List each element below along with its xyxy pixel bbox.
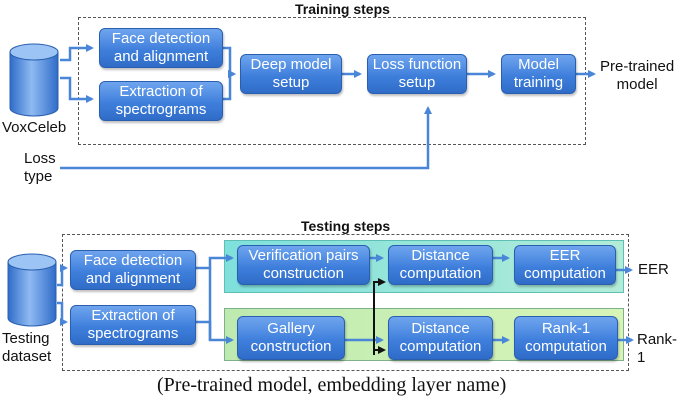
database-icon (7, 43, 59, 327)
arrow-testing-spec (57, 301, 68, 326)
pretrained-model-label: Pre-trained model (600, 58, 675, 93)
arrow-testing-face (57, 264, 68, 287)
eer-computation-box: EER computation (514, 245, 616, 285)
testing-title: Testing steps (301, 218, 391, 234)
train-face-detection-box: Face detection and alignment (99, 28, 223, 68)
distance-computation-box-2: Distance computation (388, 316, 493, 360)
loss-function-box: Loss function setup (367, 54, 467, 94)
train-spectrogram-box: Extraction of spectrograms (99, 81, 223, 121)
voxceleb-label: VoxCeleb (2, 119, 67, 136)
arrow-voxceleb-spec (60, 76, 94, 103)
rank1-output-label: Rank-1 (637, 331, 678, 366)
arrow-face-deep (223, 46, 236, 78)
verification-pairs-box: Verification pairs construction (237, 245, 370, 285)
arrow-losstype-loss (60, 106, 432, 170)
training-frame (78, 17, 586, 145)
arrow-caption-dist1 (373, 278, 386, 355)
test-face-detection-box: Face detection and alignment (70, 250, 196, 290)
rank1-computation-box: Rank-1 computation (514, 316, 618, 360)
arrow-voxceleb-face (60, 44, 94, 62)
deep-model-box: Deep model setup (240, 54, 342, 94)
arrow-split-verif (196, 254, 234, 270)
arrow-split-gallery (196, 320, 234, 344)
arrow-spec-deep (223, 70, 236, 101)
gallery-construction-box: Gallery construction (237, 316, 345, 360)
eer-output-label: EER (638, 261, 669, 278)
embedding-caption: (Pre-trained model, embedding layer name… (157, 374, 507, 396)
arrow-caption-dist2 (373, 346, 386, 355)
distance-computation-box-1: Distance computation (388, 245, 493, 285)
testing-dataset-label: Testing dataset (2, 330, 52, 365)
test-spectrogram-box: Extraction of spectrograms (70, 305, 196, 345)
loss-type-label: Loss type (24, 150, 56, 185)
training-title: Training steps (295, 1, 390, 17)
model-training-box: Model training (501, 54, 576, 94)
